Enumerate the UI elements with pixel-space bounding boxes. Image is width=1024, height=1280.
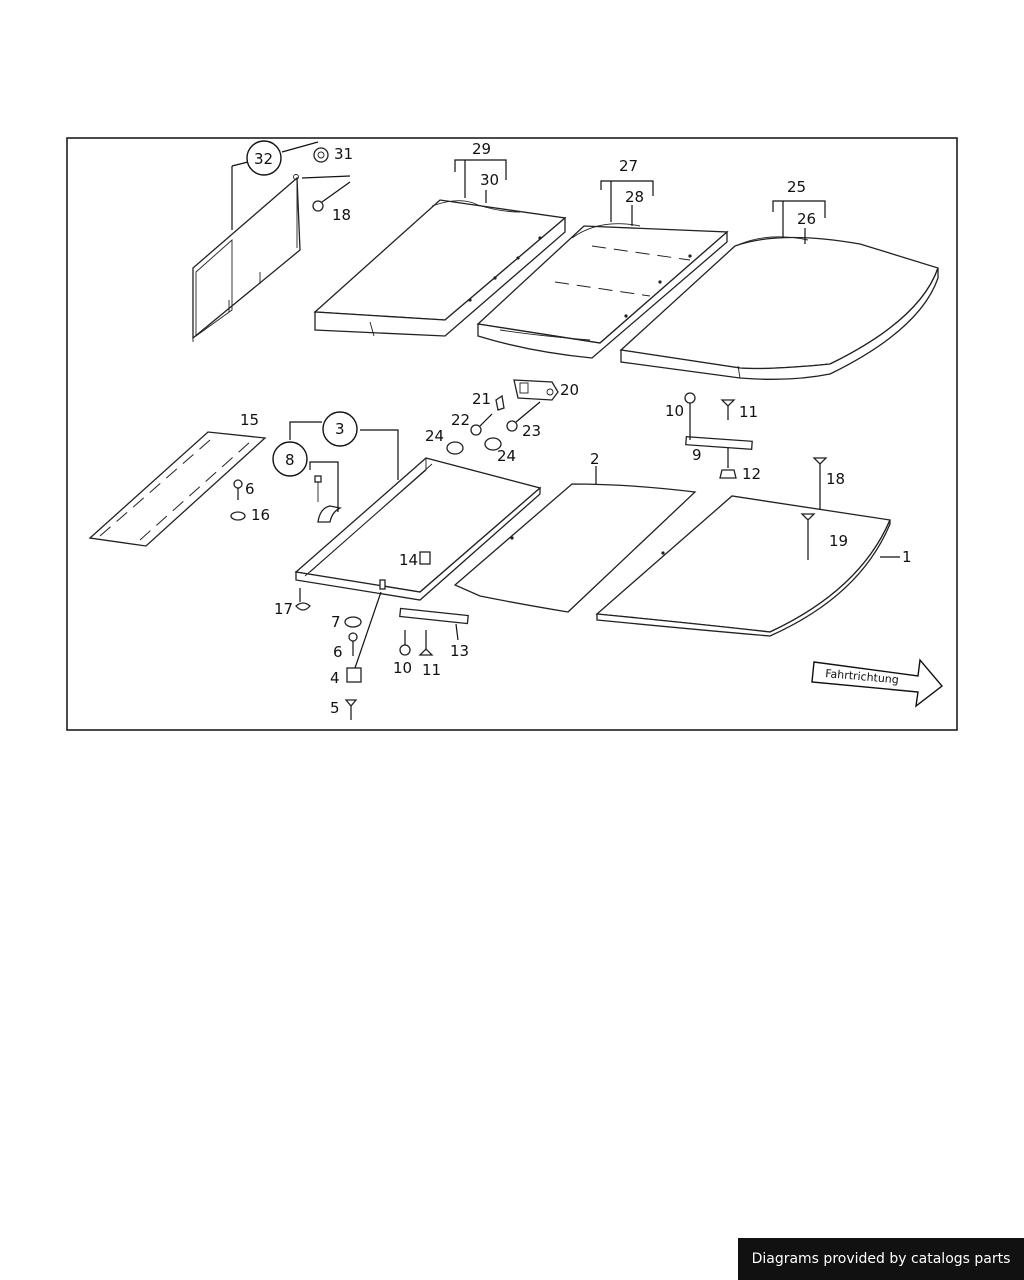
callout-9: 9 bbox=[692, 446, 702, 464]
callout-17: 17 bbox=[274, 600, 293, 618]
callout-32: 32 bbox=[254, 150, 273, 168]
callout-1: 1 bbox=[902, 548, 912, 566]
callout-5: 5 bbox=[330, 699, 340, 717]
callout-21: 21 bbox=[472, 390, 491, 408]
callout-18-lower: 18 bbox=[826, 470, 845, 488]
callout-16: 16 bbox=[251, 506, 270, 524]
cushion-25 bbox=[619, 236, 939, 380]
callout-13: 13 bbox=[450, 642, 469, 660]
callout-8: 8 bbox=[285, 451, 295, 469]
callout-27: 27 bbox=[619, 157, 638, 175]
foot-16 bbox=[230, 511, 246, 521]
callout-20: 20 bbox=[560, 381, 579, 399]
leader-lines bbox=[231, 141, 900, 669]
screw-22 bbox=[470, 413, 493, 436]
frame-3 bbox=[294, 457, 542, 601]
callout-6-left: 6 bbox=[245, 480, 255, 498]
bracket-9 bbox=[685, 436, 753, 450]
footer-text: Diagrams provided by catalogs parts bbox=[751, 1251, 1011, 1267]
screw-10-lower bbox=[399, 630, 411, 656]
cap-7 bbox=[344, 616, 362, 628]
callout-7: 7 bbox=[331, 613, 341, 631]
cushion-27 bbox=[476, 223, 729, 359]
callout-11-upper: 11 bbox=[739, 403, 758, 421]
callout-10-upper: 10 bbox=[665, 402, 684, 420]
callout-15: 15 bbox=[240, 411, 259, 429]
screw-6-lower bbox=[348, 632, 358, 656]
callout-31: 31 bbox=[334, 145, 353, 163]
clip-21 bbox=[495, 394, 505, 411]
screw-10-upper bbox=[684, 392, 696, 420]
callout-29: 29 bbox=[472, 140, 491, 158]
callout-22: 22 bbox=[451, 411, 470, 429]
callout-10-lower: 10 bbox=[393, 659, 412, 677]
screw-18-lower bbox=[812, 457, 828, 496]
luggage-net bbox=[192, 174, 301, 342]
callout-24-right: 24 bbox=[497, 447, 516, 465]
foot-17 bbox=[295, 602, 311, 611]
callout-12: 12 bbox=[742, 465, 761, 483]
callout-labels: 1 2 3 4 5 6 6 7 8 9 10 10 11 11 12 13 14… bbox=[240, 140, 912, 717]
cushion-29 bbox=[313, 199, 567, 337]
direction-arrow: Fahrtrichtung bbox=[811, 658, 944, 708]
cap-31 bbox=[313, 147, 329, 163]
screw-19 bbox=[800, 513, 816, 560]
insert-14 bbox=[419, 551, 431, 565]
screws bbox=[230, 147, 828, 720]
callout-6-lower: 6 bbox=[333, 643, 343, 661]
callout-23: 23 bbox=[522, 422, 541, 440]
screw-11-upper bbox=[720, 399, 736, 420]
cap-24b bbox=[484, 437, 502, 451]
callout-11-lower: 11 bbox=[422, 661, 441, 679]
callout-circle-32 bbox=[246, 140, 282, 176]
callout-19: 19 bbox=[829, 532, 848, 550]
hinge-20 bbox=[513, 379, 559, 401]
panel-2 bbox=[453, 483, 697, 613]
footer-credit: Diagrams provided by catalogs parts bbox=[738, 1238, 1024, 1280]
screw-11-lower bbox=[418, 630, 434, 656]
nut-4 bbox=[346, 667, 362, 683]
callout-circle-8 bbox=[272, 441, 308, 477]
callout-14: 14 bbox=[399, 551, 418, 569]
callout-28: 28 bbox=[625, 188, 644, 206]
callout-18-upper: 18 bbox=[332, 206, 351, 224]
bracket-13 bbox=[399, 607, 469, 625]
cap-24a bbox=[446, 441, 464, 455]
panel-1 bbox=[595, 495, 891, 637]
direction-label: Fahrtrichtung bbox=[825, 667, 900, 686]
callout-26: 26 bbox=[797, 210, 816, 228]
callout-3: 3 bbox=[335, 420, 345, 438]
screw-18-upper bbox=[312, 181, 351, 212]
callout-circle-3 bbox=[322, 411, 358, 447]
nut-12 bbox=[719, 469, 737, 479]
screw-5 bbox=[344, 699, 358, 720]
callout-2: 2 bbox=[590, 450, 600, 468]
callout-4: 4 bbox=[330, 669, 340, 687]
handle-8 bbox=[314, 475, 342, 523]
screw-23 bbox=[506, 401, 541, 432]
callout-24-left: 24 bbox=[425, 427, 444, 445]
panel-15 bbox=[88, 431, 267, 547]
screw-6-left bbox=[233, 479, 243, 500]
callout-30: 30 bbox=[480, 171, 499, 189]
callout-25: 25 bbox=[787, 178, 806, 196]
